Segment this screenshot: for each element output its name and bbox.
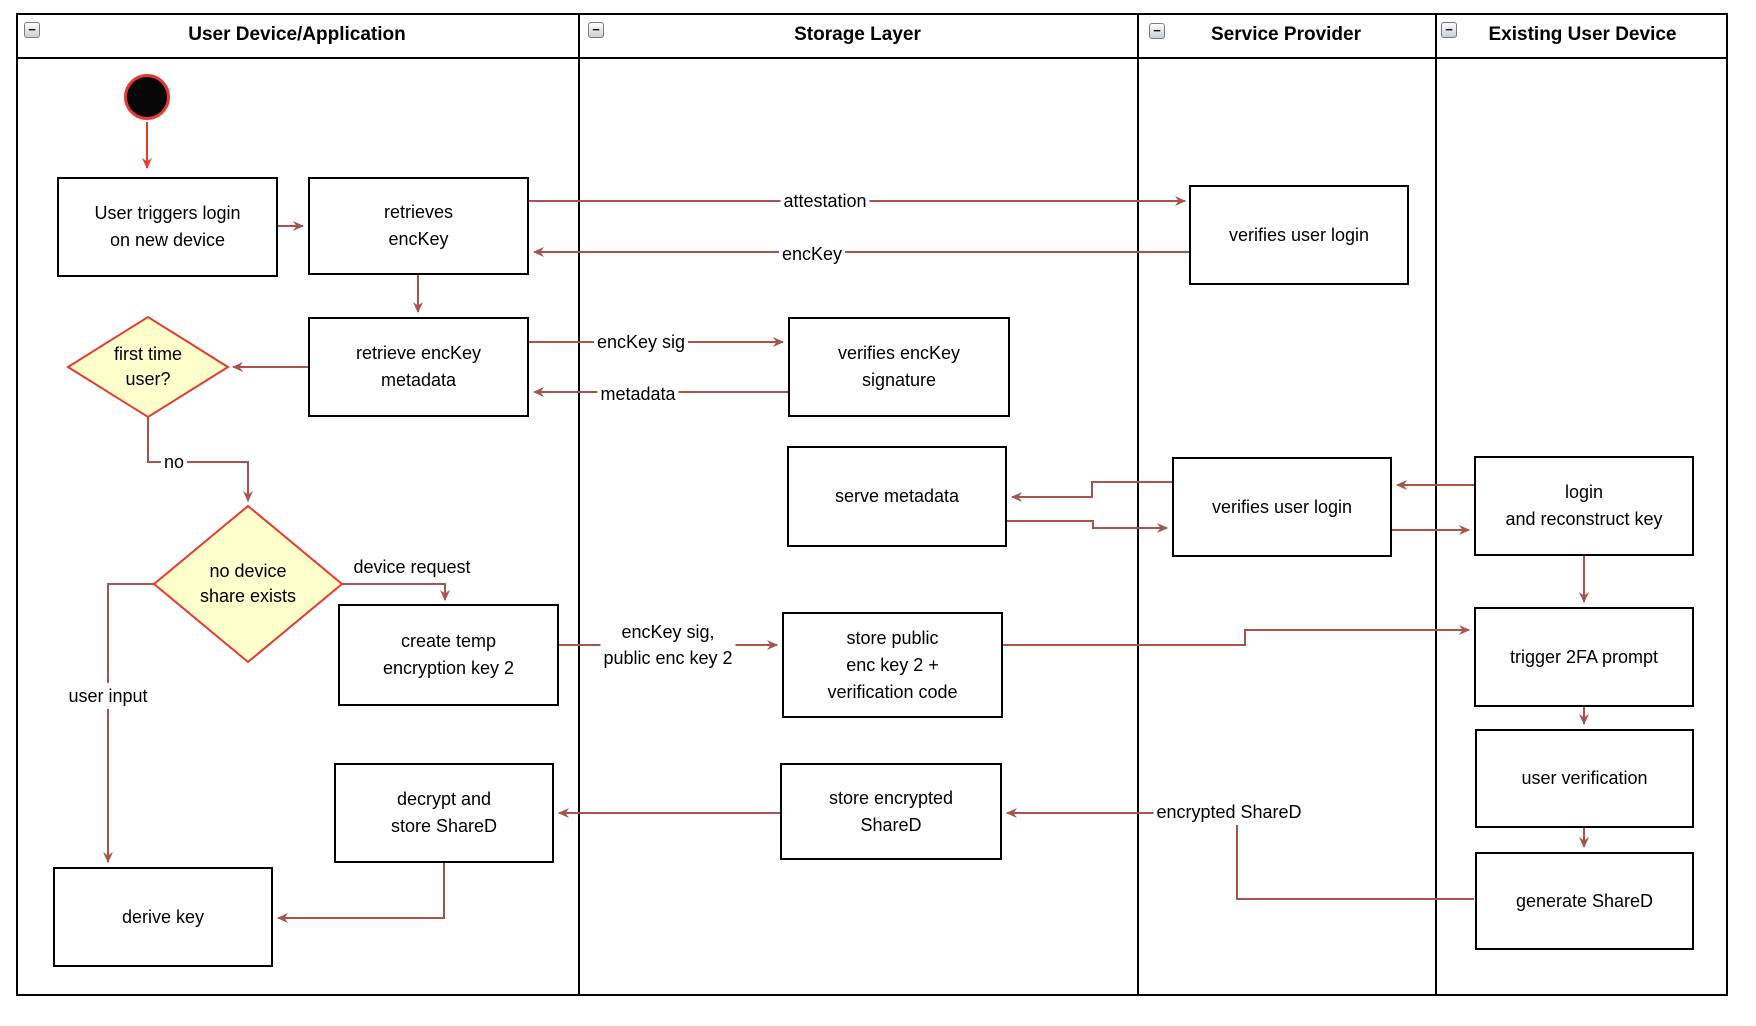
edge-label-user-input: user input — [65, 682, 151, 710]
decision-first-time-user[interactable] — [66, 315, 230, 419]
edge-label-enckey-sig-public: encKey sig, public enc key 2 — [600, 618, 736, 672]
lane-title-storage-layer[interactable]: Storage Layer — [794, 24, 921, 45]
lane-title-service-provider[interactable]: Service Provider — [1211, 24, 1361, 45]
header-underline — [16, 57, 1728, 59]
edge-label-enckey-sig: encKey sig — [593, 328, 689, 356]
lane-divider-1 — [578, 13, 580, 996]
node-retrieve-enckey-metadata[interactable]: retrieve encKey metadata — [308, 317, 529, 417]
edge-store-to-2fa[interactable] — [1003, 625, 1470, 646]
decision-label-no-device-share: no device share exists — [199, 560, 297, 606]
edge-user-input[interactable] — [103, 583, 154, 863]
lane-title-user-device[interactable]: User Device/Application — [188, 24, 406, 45]
edge-decrypt-to-derive[interactable] — [277, 863, 445, 923]
lane-divider-2 — [1137, 13, 1139, 996]
collapse-icon[interactable]: − — [1149, 23, 1165, 39]
node-store-public-enc-key[interactable]: store public enc key 2 + verification co… — [782, 612, 1003, 718]
node-retrieves-enckey[interactable]: retrieves encKey — [308, 177, 529, 275]
edge-label-device-request: device request — [350, 553, 474, 581]
edge-label-enckey: encKey — [778, 240, 846, 268]
lane-title-existing-user-device[interactable]: Existing User Device — [1488, 24, 1677, 45]
edge-verify-to-serve-metadata[interactable] — [1011, 481, 1172, 502]
swimlane-frame — [16, 13, 1728, 996]
node-trigger-2fa[interactable]: trigger 2FA prompt — [1474, 607, 1694, 707]
collapse-icon[interactable]: − — [1441, 22, 1457, 38]
node-store-encrypted-shared[interactable]: store encrypted ShareD — [780, 763, 1002, 860]
node-user-verification[interactable]: user verification — [1475, 729, 1694, 828]
edge-no-branch[interactable] — [147, 417, 253, 502]
node-verifies-enckey-signature[interactable]: verifies encKey signature — [788, 317, 1010, 417]
edge-label-metadata: metadata — [597, 380, 679, 408]
node-decrypt-store-shared[interactable]: decrypt and store ShareD — [334, 763, 554, 863]
collapse-icon[interactable]: − — [24, 22, 40, 38]
edge-label-encrypted-shared: encrypted ShareD — [1153, 798, 1305, 826]
edge-serve-metadata-to-verify[interactable] — [1007, 520, 1168, 533]
node-derive-key[interactable]: derive key — [53, 867, 273, 967]
node-user-triggers-login[interactable]: User triggers login on new device — [57, 177, 278, 277]
decision-label-first-time-user: first time user? — [113, 343, 183, 389]
node-generate-shared[interactable]: generate ShareD — [1475, 852, 1694, 950]
node-create-temp-key[interactable]: create temp encryption key 2 — [338, 604, 559, 706]
decision-no-device-share[interactable] — [152, 504, 344, 664]
node-verifies-user-login-top[interactable]: verifies user login — [1189, 185, 1409, 285]
edge-device-request[interactable] — [342, 583, 450, 601]
node-verifies-user-login-mid[interactable]: verifies user login — [1172, 457, 1392, 557]
node-serve-metadata[interactable]: serve metadata — [787, 446, 1007, 547]
collapse-icon[interactable]: − — [588, 22, 604, 38]
edge-label-attestation: attestation — [780, 187, 870, 215]
edge-encrypted-shared[interactable] — [1006, 808, 1474, 900]
lane-divider-3 — [1435, 13, 1437, 996]
node-login-reconstruct[interactable]: login and reconstruct key — [1474, 456, 1694, 556]
start-node[interactable] — [124, 74, 170, 120]
edge-label-no: no — [160, 448, 188, 476]
